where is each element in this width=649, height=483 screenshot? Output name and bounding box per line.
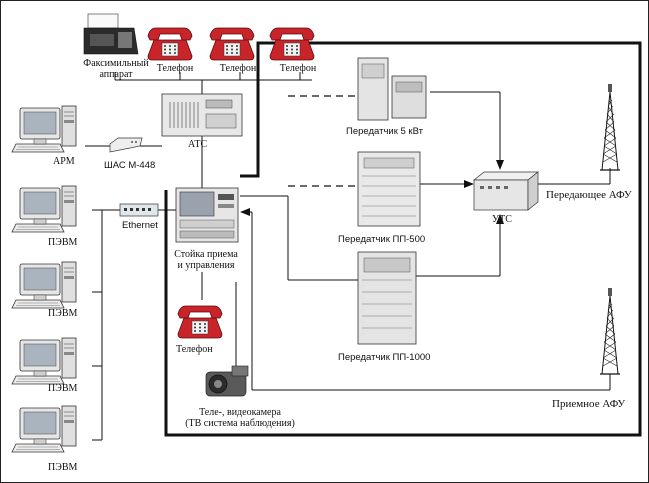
arrows [240, 160, 504, 224]
phone-1-label: Телефон [156, 63, 194, 74]
phone-3-label: Телефон [279, 63, 317, 74]
ats-switch-icon [161, 93, 243, 137]
video-camera-icon [205, 365, 249, 397]
enclosure-boundary [164, 41, 642, 437]
camera-label-line-1: Теле-, видеокамера [199, 407, 281, 418]
pevm-3-label: ПЭВМ [48, 383, 78, 394]
control-rack-icon [175, 187, 239, 243]
arm-pc-icon [11, 105, 77, 153]
camera-label: Теле-, видеокамера (ТВ система наблюдени… [170, 407, 310, 429]
tx-pp500-label: Передатчик ПП-500 [338, 234, 426, 245]
rack-label: Стойка приема и управления [156, 249, 256, 271]
transmitter-pp1000-icon [357, 251, 417, 345]
afu-rx-label: Приемное АФУ [552, 398, 626, 410]
phone-1-icon [147, 27, 193, 61]
connection-lines [85, 72, 611, 441]
uts-label: УТС [492, 214, 512, 225]
rack-label-line-1: Стойка приема [174, 249, 238, 260]
fax-label-line-2: аппарат [99, 69, 133, 80]
uts-switch-icon [473, 171, 539, 211]
phone-3-icon [269, 27, 315, 61]
transmitter-5kw-icon [357, 57, 427, 121]
pevm-2-pc-icon [11, 261, 77, 309]
pevm-4-label: ПЭВМ [48, 462, 78, 473]
phone-bottom-icon [177, 305, 223, 339]
transmitter-pp500-icon [357, 151, 421, 227]
ethernet-hub-icon [119, 203, 159, 217]
phone-2-icon [209, 27, 255, 61]
pevm-1-pc-icon [11, 185, 77, 233]
shas-label: ШАС М-448 [104, 160, 156, 171]
ats-label: АТС [188, 139, 208, 150]
fax-label: Факсимильный аппарат [66, 58, 166, 80]
tx-pp1000-label: Передатчик ПП-1000 [338, 352, 431, 363]
pevm-2-label: ПЭВМ [48, 308, 78, 319]
rack-label-line-2: и управления [177, 260, 235, 271]
antenna-tx-tower-icon [599, 83, 621, 171]
dashed-links [288, 95, 356, 187]
pevm-3-pc-icon [11, 337, 77, 385]
ethernet-label: Ethernet [122, 220, 158, 231]
fax-label-line-1: Факсимильный [83, 58, 149, 69]
phone-bottom-label: Телефон [176, 344, 213, 355]
arm-label: АРМ [53, 156, 75, 167]
afu-tx-label: Передающее АФУ [546, 189, 632, 201]
pevm-1-label: ПЭВМ [48, 237, 78, 248]
shas-modem-icon [109, 137, 143, 153]
camera-label-line-2: (ТВ система наблюдения) [185, 418, 295, 429]
tx-5kw-label: Передатчик 5 кВт [346, 126, 423, 137]
antenna-rx-tower-icon [599, 287, 621, 375]
pevm-4-pc-icon [11, 405, 77, 453]
fax-machine-icon [83, 13, 139, 55]
phone-2-label: Телефон [219, 63, 257, 74]
